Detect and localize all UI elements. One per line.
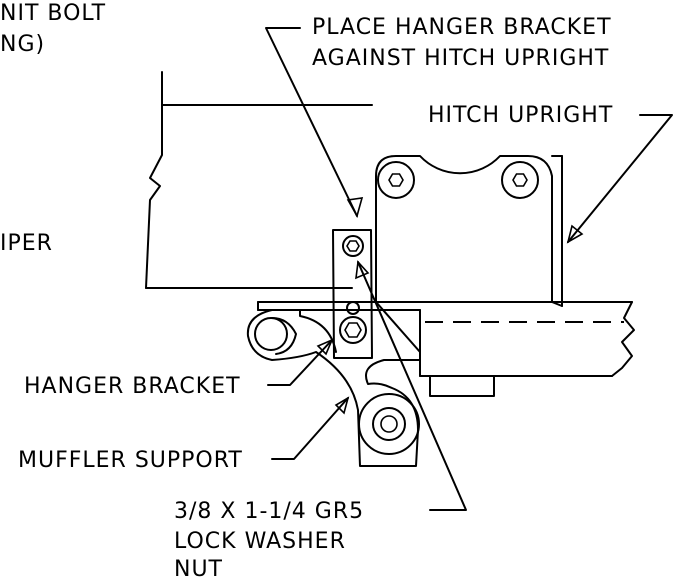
label-bumper: IPER [0,231,53,256]
label-against-upright: AGAINST HITCH UPRIGHT [312,46,609,71]
leader-lines [265,27,673,511]
label-unit-bolt: NIT BOLT [0,1,106,26]
label-place-hanger: PLACE HANGER BRACKET [312,15,612,40]
label-nut: NUT [174,557,223,581]
hitch-upright-plate [375,155,563,307]
label-bolt-spec: 3/8 X 1-1/4 GR5 [174,499,364,524]
hanger-bracket-strap [332,229,373,359]
label-unit-bolt-note: NG) [0,32,45,57]
label-muffler-support: MUFFLER SUPPORT [18,448,243,473]
label-hanger-bracket: HANGER BRACKET [24,374,241,399]
muffler-support [246,301,421,467]
hitch-tube [257,301,635,397]
bumper-outline [145,71,373,289]
label-lock-washer: LOCK WASHER [174,529,346,554]
label-hitch-upright: HITCH UPRIGHT [428,103,613,128]
